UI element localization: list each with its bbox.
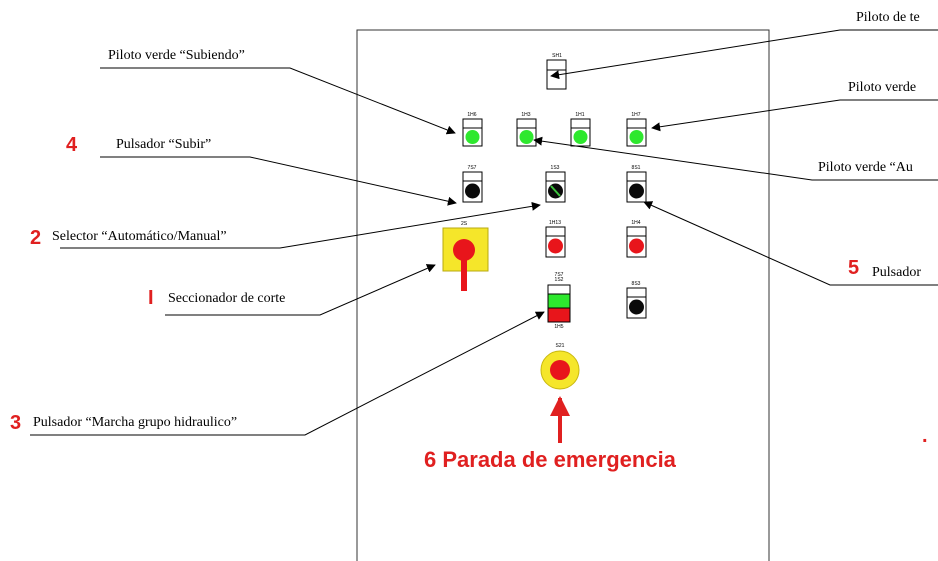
tag-1h5: 1H5 (554, 324, 564, 330)
number-5: 5 (848, 257, 860, 279)
pilot-row-2 (462, 171, 647, 203)
label-pulsador-subir: Pulsador “Subir” (116, 137, 212, 152)
pilot-green-1h6 (462, 118, 483, 147)
stray-dot: . (922, 425, 928, 447)
pilot-row-1 (462, 118, 647, 147)
pushbutton-black-right (626, 171, 647, 203)
tag-1h3: 1H3 (521, 112, 531, 118)
tag-1h6: 1H6 (467, 112, 477, 118)
label-piloto-te: Piloto de te (856, 10, 920, 25)
tag-7s7: 7S7 (467, 165, 477, 171)
pilot-red-1h4 (626, 226, 647, 258)
number-4: 4 (66, 134, 78, 156)
label-seccionador: Seccionador de corte (168, 291, 286, 306)
emergency-stop-button (540, 350, 580, 390)
tag-2s: 2S (460, 221, 468, 227)
pushbutton-black-subir (462, 171, 483, 203)
label-marcha: Pulsador “Marcha grupo hidraulico” (33, 415, 238, 430)
tag-1s3: 1S3 (550, 165, 560, 171)
pilot-row-3 (442, 226, 647, 291)
pushbutton-black-8s3 (626, 287, 647, 319)
label-piloto-au: Piloto verde “Au (818, 160, 913, 175)
pilot-green-1h1 (570, 118, 591, 147)
pilot-row-4 (547, 284, 647, 323)
panel-enclosure (356, 29, 770, 561)
selector-switch (545, 171, 566, 203)
label-pulsador-right: Pulsador (872, 265, 921, 280)
label-piloto-subiendo: Piloto verde “Subiendo” (108, 48, 245, 63)
tag-1h4: 1H4 (631, 220, 641, 226)
tag-1h13: 1H13 (549, 220, 561, 226)
label-parada-emergencia: 6 Parada de emergencia (424, 447, 676, 472)
pilot-red-1h13 (545, 226, 566, 258)
number-1: I (148, 287, 154, 309)
tag-1h1: 1H1 (575, 112, 585, 118)
number-2: 2 (30, 227, 42, 249)
pilot-green-1h7 (626, 118, 647, 147)
tag-1h7: 1H7 (631, 112, 641, 118)
label-piloto-verde-right: Piloto verde (848, 80, 917, 95)
tag-8s3: 8S3 (631, 281, 641, 287)
pushbutton-marcha (547, 284, 571, 323)
disconnect-switch (442, 227, 489, 291)
label-selector: Selector “Automático/Manual” (52, 229, 227, 244)
tag-8s1: 8S1 (631, 165, 641, 171)
pilot-green-1h3 (516, 118, 537, 147)
number-3: 3 (10, 412, 22, 434)
tag-sh1: SH1 (552, 53, 562, 59)
tag-7s7-1s2: 7S7 1S2 (554, 272, 564, 283)
callout-lines (30, 29, 938, 436)
tag-s21: S21 (555, 343, 565, 349)
